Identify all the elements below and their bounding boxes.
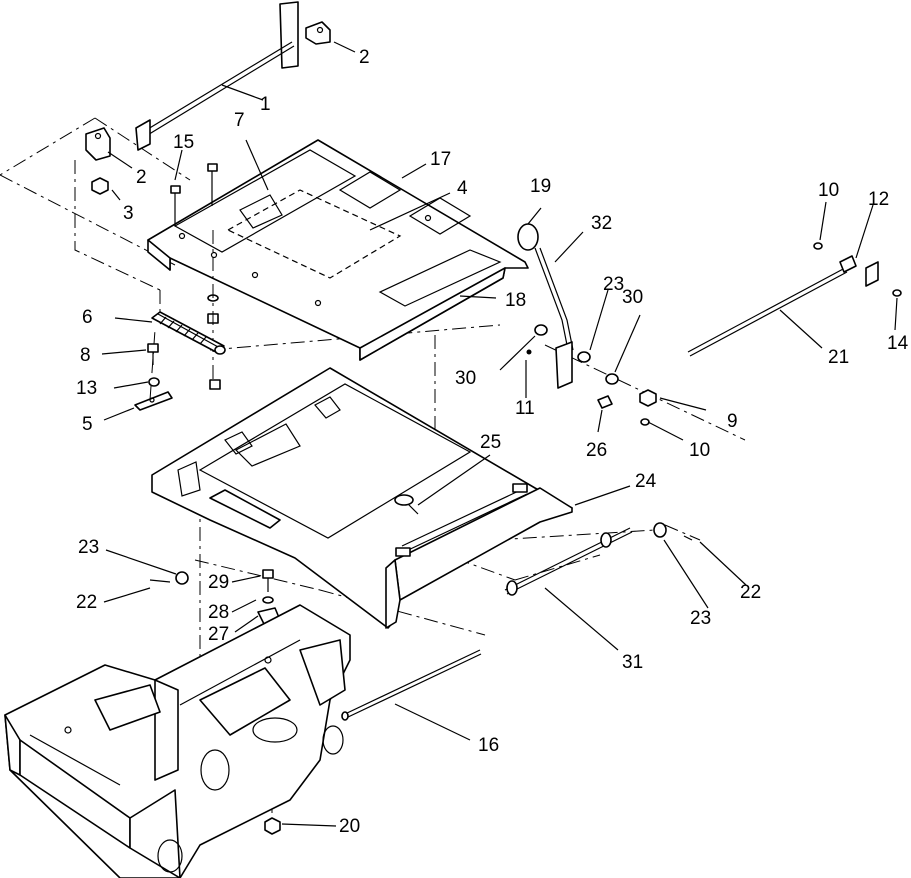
part-rod-16 [341,649,482,721]
part-rod-21 [687,242,902,357]
callout-29: 29 [208,572,229,593]
callout-1: 1 [260,94,271,115]
callout-24: 24 [635,471,657,492]
callout-12: 12 [868,189,889,210]
callout-14: 14 [887,333,909,354]
part-spacer-26 [597,395,613,409]
callout-17: 17 [430,149,451,170]
part-rod-31 [504,527,633,596]
callout-10-bottom: 10 [689,440,710,461]
callout-22-left: 22 [76,592,97,613]
callout-25: 25 [480,432,501,453]
callout-19: 19 [530,176,551,197]
callout-30-left: 30 [455,368,476,389]
part-seat-base-24 [151,367,573,629]
callout-32: 32 [591,213,612,234]
callout-22-right: 22 [740,582,761,603]
part-seat-plate-7 [147,139,529,361]
callout-31: 31 [622,652,643,673]
callout-13: 13 [76,378,97,399]
part-washers-upper [526,324,619,385]
part-nut-20 [264,817,281,835]
callout-2-left: 2 [136,167,147,188]
callout-23-left: 23 [78,537,99,558]
callout-21: 21 [828,347,849,368]
callout-16: 16 [478,735,499,756]
callout-8: 8 [80,345,91,366]
part-bolts-15 [170,163,218,226]
callout-23-upper: 23 [603,274,624,295]
part-pin-22-right [683,535,693,541]
callout-15: 15 [173,132,194,153]
callout-6: 6 [82,307,93,328]
part-pin-22-left [149,579,171,583]
callout-2-top: 2 [359,47,370,68]
callout-4: 4 [457,178,468,199]
part-spring-6 [151,311,226,355]
part-nut-9 [639,389,657,407]
part-plate-hardware [207,230,221,390]
part-washer-23-left [175,571,189,585]
part-bolt-8 [147,343,159,365]
callout-11: 11 [515,398,535,419]
callout-20: 20 [339,816,360,837]
part-washer-23-right [653,522,667,538]
part-bracket-2a [305,21,331,45]
callout-9: 9 [727,411,738,432]
part-plate-5 [134,391,173,411]
part-nut-3 [91,177,109,195]
part-washer-28 [262,596,274,604]
leader-lines [101,41,898,827]
part-bolt-29 [262,569,274,592]
callout-30-right: 30 [622,287,643,308]
callout-10-top: 10 [818,180,839,201]
part-lever-32 [517,223,574,389]
part-rod-1 [135,1,299,151]
callout-3: 3 [123,203,134,224]
callout-27: 27 [208,624,229,645]
callouts: 1 2 2 3 4 5 6 7 8 9 10 10 11 12 13 14 15… [76,47,909,837]
callout-7: 7 [234,110,245,131]
callout-18: 18 [505,290,526,311]
part-pin-25 [394,494,419,515]
part-screw-10b [640,418,650,426]
callout-5: 5 [82,414,93,435]
part-bracket-2b [85,127,111,161]
callout-26: 26 [586,440,607,461]
part-washer-13 [148,377,160,387]
callout-23-right: 23 [690,608,711,629]
part-frame [4,604,351,878]
callout-28: 28 [208,602,229,623]
